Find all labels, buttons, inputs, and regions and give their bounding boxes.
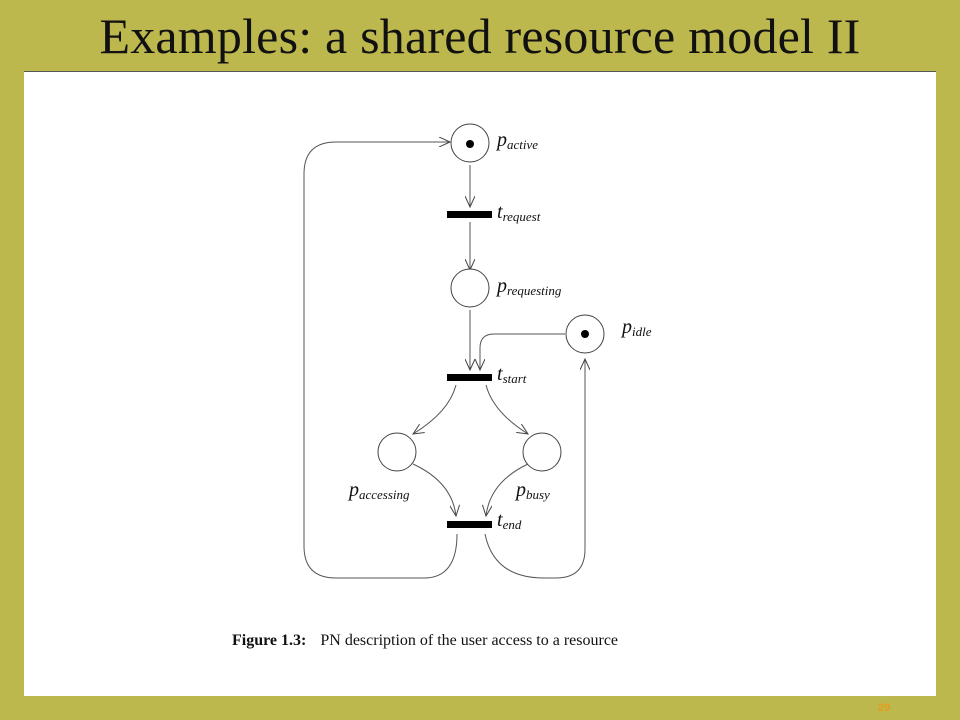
slide-title: Examples: a shared resource model II	[99, 8, 861, 64]
arc-start-to-accessing	[413, 384, 457, 434]
place-p-requesting	[450, 268, 490, 308]
page-number: 29	[878, 702, 891, 714]
label-p-accessing: paccessing	[347, 479, 410, 502]
figure-caption: Figure 1.3: PN description of the user ac…	[232, 632, 618, 650]
transition-t-start	[447, 374, 492, 381]
figure-caption-text: PN description of the user access to a r…	[320, 632, 619, 649]
label-t-end: tend	[497, 509, 522, 532]
arc-accessing-to-end	[412, 463, 456, 516]
label-p-idle: pidle	[620, 316, 652, 339]
token-idle	[581, 330, 589, 338]
figure-number: Figure 1.3:	[232, 632, 307, 649]
label-t-request: trequest	[497, 201, 541, 224]
petri-net-diagram: pactive trequest prequesting pidle tstar…	[303, 123, 652, 579]
transition-t-end	[447, 521, 492, 528]
arc-end-to-active	[303, 142, 458, 579]
arc-busy-to-end	[486, 463, 529, 516]
place-p-accessing	[377, 432, 417, 472]
arc-end-to-idle	[484, 359, 585, 579]
label-p-active: pactive	[495, 129, 538, 152]
title-divider	[24, 71, 936, 72]
arc-start-to-busy	[485, 384, 528, 434]
transition-t-request	[447, 211, 492, 218]
label-p-requesting: prequesting	[495, 275, 562, 298]
label-t-start: tstart	[497, 363, 527, 386]
label-p-busy: pbusy	[514, 479, 550, 502]
arc-idle-to-start	[480, 333, 565, 370]
token-active	[466, 140, 474, 148]
place-p-busy	[522, 432, 562, 472]
content-panel: pactive trequest prequesting pidle tstar…	[24, 72, 936, 696]
